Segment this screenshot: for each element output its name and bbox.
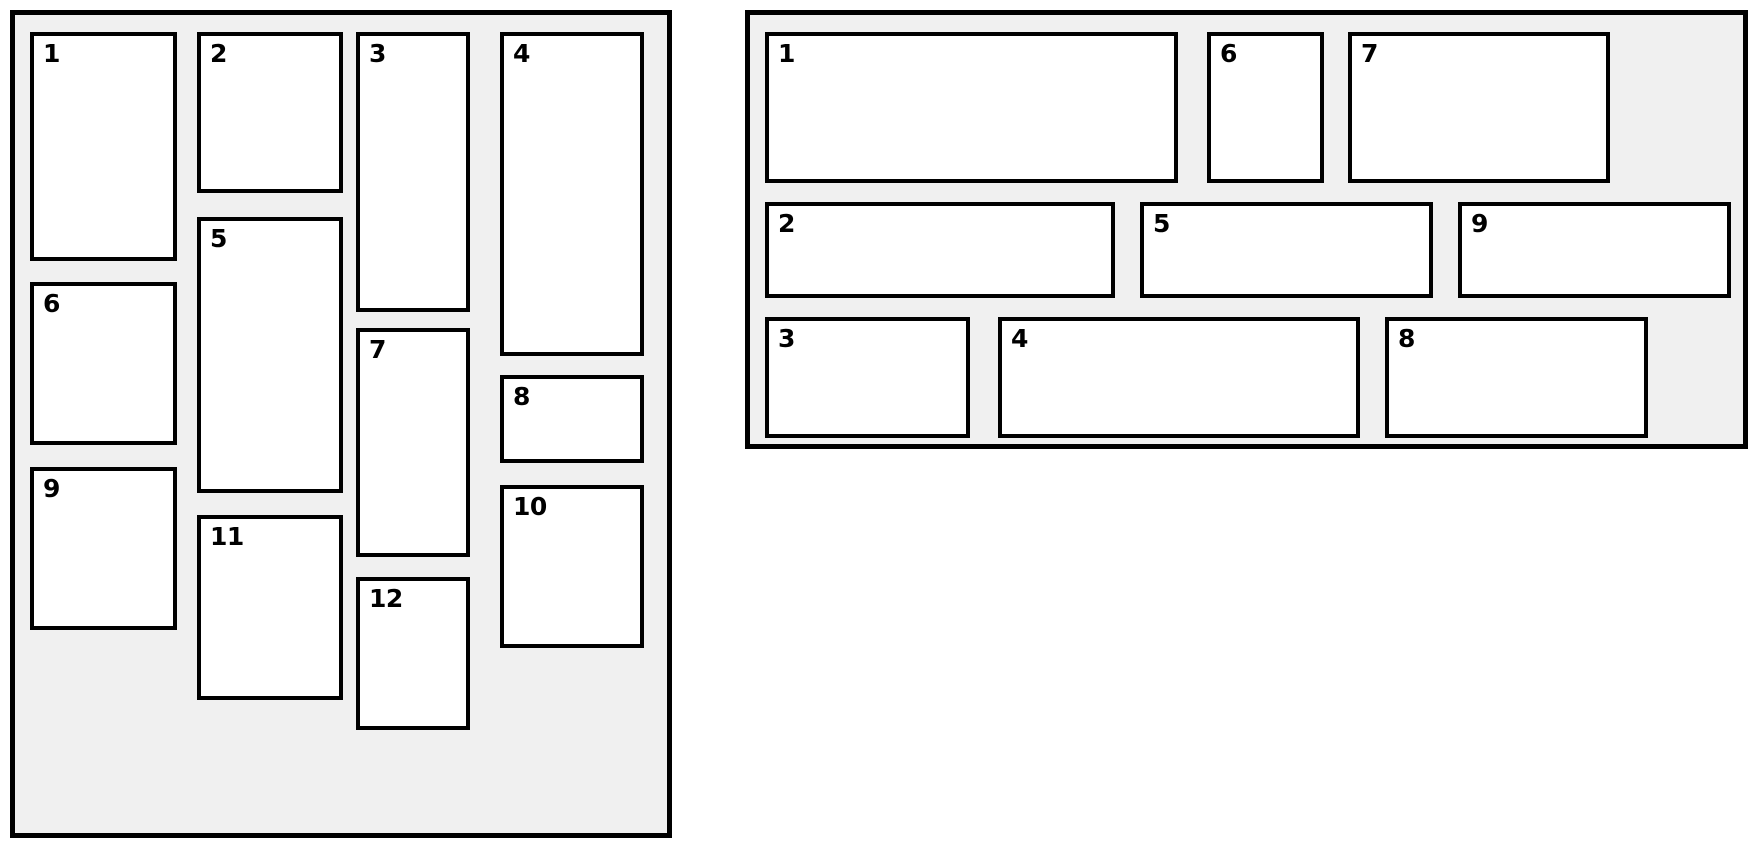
layout-box-label: 7 xyxy=(1361,39,1378,68)
layout-box-2[interactable]: 2 xyxy=(765,202,1115,298)
layout-box-label: 3 xyxy=(778,324,795,353)
layout-box-label: 9 xyxy=(1471,209,1488,238)
layout-box-label: 5 xyxy=(1153,209,1170,238)
layout-box-5[interactable]: 5 xyxy=(197,217,343,493)
layout-box-6[interactable]: 6 xyxy=(30,282,177,445)
layout-box-label: 4 xyxy=(1011,324,1028,353)
layout-box-label: 6 xyxy=(1220,39,1237,68)
layout-box-6[interactable]: 6 xyxy=(1207,32,1324,183)
layout-box-12[interactable]: 12 xyxy=(356,577,470,730)
layout-box-10[interactable]: 10 xyxy=(500,485,644,648)
layout-box-label: 1 xyxy=(778,39,795,68)
layout-box-label: 4 xyxy=(513,39,530,68)
layout-box-4[interactable]: 4 xyxy=(998,317,1360,438)
layout-box-11[interactable]: 11 xyxy=(197,515,343,700)
layout-box-3[interactable]: 3 xyxy=(356,32,470,312)
layout-box-7[interactable]: 7 xyxy=(1348,32,1610,183)
layout-box-label: 2 xyxy=(778,209,795,238)
layout-box-7[interactable]: 7 xyxy=(356,328,470,557)
layout-box-label: 8 xyxy=(513,382,530,411)
layout-box-9[interactable]: 9 xyxy=(1458,202,1731,298)
layout-box-5[interactable]: 5 xyxy=(1140,202,1433,298)
layout-box-label: 3 xyxy=(369,39,386,68)
layout-box-1[interactable]: 1 xyxy=(765,32,1178,183)
layout-box-label: 1 xyxy=(43,39,60,68)
layout-box-8[interactable]: 8 xyxy=(1385,317,1648,438)
layout-box-label: 7 xyxy=(369,335,386,364)
layout-box-label: 9 xyxy=(43,474,60,503)
layout-box-label: 5 xyxy=(210,224,227,253)
layout-box-label: 11 xyxy=(210,522,244,551)
layout-box-4[interactable]: 4 xyxy=(500,32,644,356)
layout-box-label: 6 xyxy=(43,289,60,318)
right-layout-panel: 1 6 7 2 5 9 3 4 8 xyxy=(745,10,1748,449)
layout-box-1[interactable]: 1 xyxy=(30,32,177,261)
layout-box-8[interactable]: 8 xyxy=(500,375,644,463)
layout-box-2[interactable]: 2 xyxy=(197,32,343,193)
layout-box-label: 2 xyxy=(210,39,227,68)
layout-box-label: 12 xyxy=(369,584,403,613)
layout-box-9[interactable]: 9 xyxy=(30,467,177,630)
layout-box-3[interactable]: 3 xyxy=(765,317,970,438)
layout-box-label: 8 xyxy=(1398,324,1415,353)
layout-box-label: 10 xyxy=(513,492,547,521)
